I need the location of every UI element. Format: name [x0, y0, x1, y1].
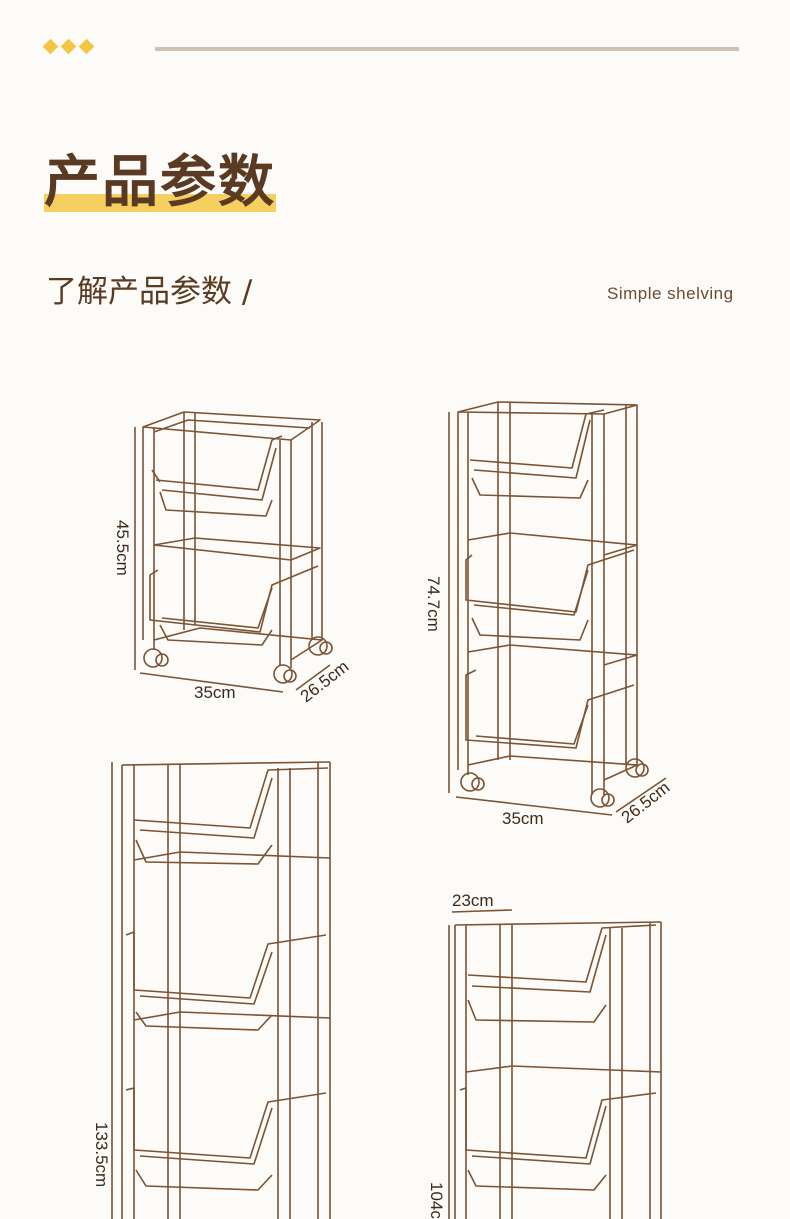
shelf-5-tier-diagram: [111, 761, 331, 1219]
dim-depth-4tier: 26.5cm: [618, 778, 674, 827]
section-subtitle: 了解产品参数 /: [46, 274, 253, 310]
shelf-3-tier-diagram: [134, 411, 333, 693]
english-caption: Simple shelving: [607, 284, 734, 303]
dim-width-3tier: 35cm: [194, 683, 236, 702]
dim-width-narrow: 23cm: [452, 891, 494, 910]
dim-height-narrow: 104c: [427, 1182, 446, 1219]
dim-height-4tier: 74.7cm: [424, 576, 443, 632]
dim-depth-3tier: 26.5cm: [297, 657, 353, 706]
title-block: 产品参数: [44, 148, 276, 218]
page-title: 产品参数: [44, 150, 276, 215]
shelf-4-tier-diagram: [448, 401, 667, 816]
header-divider: [155, 47, 739, 51]
dim-width-4tier: 35cm: [502, 809, 544, 828]
shelf-narrow-diagram: [448, 909, 662, 1219]
title-highlight: [44, 194, 276, 212]
dim-height-5tier: 133.5cm: [92, 1122, 111, 1187]
dim-height-3tier: 45.5cm: [113, 520, 132, 576]
